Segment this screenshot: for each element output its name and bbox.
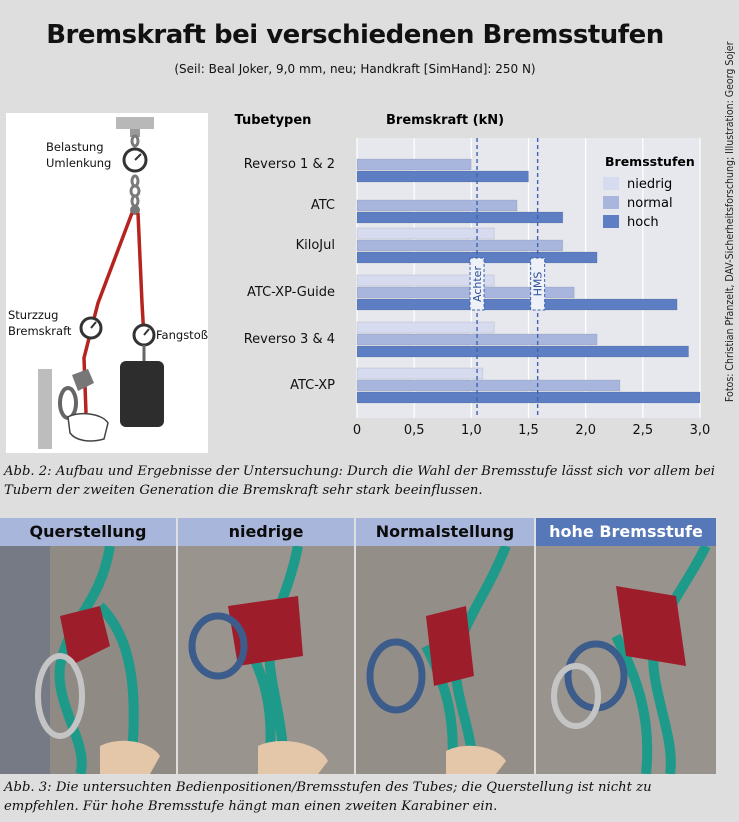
reference-label-box	[469, 257, 485, 311]
bar-hoch-4	[356, 345, 690, 358]
category-label: KiloJul	[296, 238, 335, 253]
photo-niedrig: niedrige Bremsstufe	[178, 518, 354, 774]
chart-bars	[356, 158, 701, 404]
bar-normal-5	[356, 379, 621, 392]
category-label: ATC-XP-Guide	[247, 285, 335, 300]
photo-image-normal	[356, 546, 534, 774]
hand-icon	[67, 412, 109, 442]
bar-niedrig-4	[356, 321, 495, 334]
legend-label-niedrig: niedrig	[627, 177, 672, 192]
category-label: ATC	[311, 198, 335, 213]
photo-label-hoch: hohe Bremsstufe	[536, 518, 716, 546]
photo-image-niedrig	[178, 546, 354, 774]
legend-title: Bremsstufen	[605, 154, 695, 169]
photo-credit: Fotos: Christian Pfanzelt, DAV-Sicherhei…	[722, 4, 736, 404]
carabiner-icon	[58, 386, 78, 420]
caption-abb2: Abb. 2: Aufbau und Ergebnisse der Unters…	[4, 464, 715, 498]
reference-label-box	[530, 257, 546, 311]
belay-device-icon	[72, 369, 94, 391]
bar-hoch-0	[356, 170, 529, 183]
x-tick-label: 2,5	[632, 423, 653, 438]
photo-image-hoch	[536, 546, 716, 774]
photo-hoch: hohe Bremsstufe	[536, 518, 716, 774]
anchor-plate	[116, 117, 154, 129]
photo-querstellung: Querstellung	[0, 518, 176, 774]
legend-swatch-hoch	[603, 215, 619, 228]
brake-force-chart: Achter HMS Reverso 1 & 2 ATC KiloJulATC-XP-…	[235, 113, 711, 438]
photo-strip: Querstellung niedrige Bremsstufe Normals…	[0, 518, 716, 774]
reference-lines: Achter HMS	[469, 138, 546, 418]
photo-label-normal: Normalstellung	[356, 518, 534, 546]
wall	[38, 369, 52, 449]
test-mass	[120, 361, 164, 427]
x-tick-label: 2,0	[575, 423, 596, 438]
legend-label-normal: normal	[627, 196, 673, 211]
category-label: Reverso 3 & 4	[244, 332, 335, 347]
anchor-bolt	[130, 129, 140, 137]
bar-normal-2	[356, 239, 564, 252]
x-tick-label: 3,0	[690, 423, 711, 438]
bar-hoch-3	[356, 298, 678, 311]
photo-normal: Normalstellung	[356, 518, 534, 774]
bar-niedrig-3	[356, 274, 495, 287]
bar-normal-1	[356, 199, 518, 212]
bar-normal-3	[356, 286, 575, 299]
x-tick-label: 1,0	[461, 423, 482, 438]
legend-label-hoch: hoch	[627, 215, 659, 230]
category-header: Tubetypen	[235, 113, 312, 128]
setup-drawing	[38, 117, 164, 449]
legend-swatch-niedrig	[603, 177, 619, 190]
category-label: ATC-XP	[290, 378, 335, 393]
photo-label-niedrig: niedrige Bremsstufe	[178, 518, 354, 569]
bar-hoch-1	[356, 211, 564, 224]
photo-label-querstellung: Querstellung	[0, 518, 176, 546]
bar-niedrig-5	[356, 367, 484, 380]
chart-title: Bremskraft bei verschiedenen Bremsstufen	[46, 20, 664, 50]
caption-abb3: Abb. 3: Die untersuchten Bedienpositione…	[4, 780, 652, 814]
reference-label: HMS	[532, 272, 545, 297]
bar-niedrig-2	[356, 227, 495, 240]
category-label: Reverso 1 & 2	[244, 157, 335, 172]
category-labels: Reverso 1 & 2 ATC KiloJulATC-XP-GuideRever…	[244, 157, 335, 393]
x-ticks: 0 0,5 1,0 1,5 2,0 2,5 3,0	[353, 423, 710, 438]
gauge-top-needle	[134, 153, 142, 161]
x-tick-label: 0	[353, 423, 361, 438]
value-header: Bremskraft (kN)	[386, 113, 504, 128]
credit-text: Fotos: Christian Pfanzelt, DAV-Sicherhei…	[724, 41, 736, 402]
label-fangstoss: Fangstoß	[156, 328, 208, 342]
reference-label: Achter	[471, 266, 484, 302]
photo-image-querstellung	[0, 546, 176, 774]
chart-legend: Bremsstufen niedrig normal hoch	[603, 154, 695, 230]
x-tick-label: 0,5	[404, 423, 425, 438]
bar-normal-0	[356, 158, 472, 171]
rope-load-side	[136, 212, 146, 339]
pulley-icon	[130, 205, 140, 215]
bar-hoch-5	[356, 391, 701, 404]
chart-subtitle: (Seil: Beal Joker, 9,0 mm, neu; Handkraf…	[174, 62, 536, 76]
legend-swatch-normal	[603, 196, 619, 209]
x-tick-label: 1,5	[518, 423, 539, 438]
